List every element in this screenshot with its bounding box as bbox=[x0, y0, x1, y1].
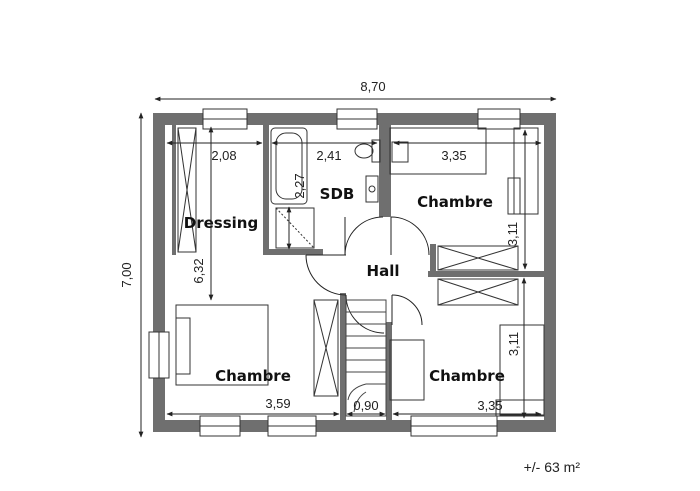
windows bbox=[148, 108, 521, 437]
closets bbox=[177, 127, 519, 397]
dimension-left-zone-depth: 6,32 bbox=[191, 258, 206, 283]
interior-dimension-lines bbox=[166, 126, 542, 419]
overall-dimensions bbox=[138, 96, 557, 438]
dimension-dressing-width: 2,08 bbox=[211, 148, 236, 163]
room-label-hall: Hall bbox=[367, 262, 400, 280]
dimension-total-width: 8,70 bbox=[360, 79, 385, 94]
dimension-chambre-br-width: 3,35 bbox=[477, 398, 502, 413]
staircase bbox=[345, 299, 387, 417]
room-label-chambre-bottom-right: Chambre bbox=[429, 367, 505, 385]
room-label-chambre-bottom-left: Chambre bbox=[215, 367, 291, 385]
dimension-chambre-br-depth: 3,11 bbox=[506, 332, 521, 356]
dimension-chambre-bl-width: 3,59 bbox=[265, 396, 290, 411]
room-label-sdb: SDB bbox=[320, 185, 355, 203]
dimension-sdb-depth: 2,27 bbox=[292, 173, 307, 198]
surface-area: +/- 63 m² bbox=[524, 459, 581, 475]
doors bbox=[305, 216, 430, 334]
room-label-dressing: Dressing bbox=[184, 214, 258, 232]
interior-walls bbox=[172, 125, 544, 420]
dimension-chambre-top-depth: 3,11 bbox=[505, 222, 520, 246]
dimension-total-depth: 7,00 bbox=[119, 262, 134, 287]
dimension-stair-width: 0,90 bbox=[353, 398, 378, 413]
dimension-sdb-width: 2,41 bbox=[316, 148, 341, 163]
dimension-chambre-top-width: 3,35 bbox=[441, 148, 466, 163]
bathroom-fixtures bbox=[270, 127, 381, 249]
room-label-chambre-top-right: Chambre bbox=[417, 193, 493, 211]
